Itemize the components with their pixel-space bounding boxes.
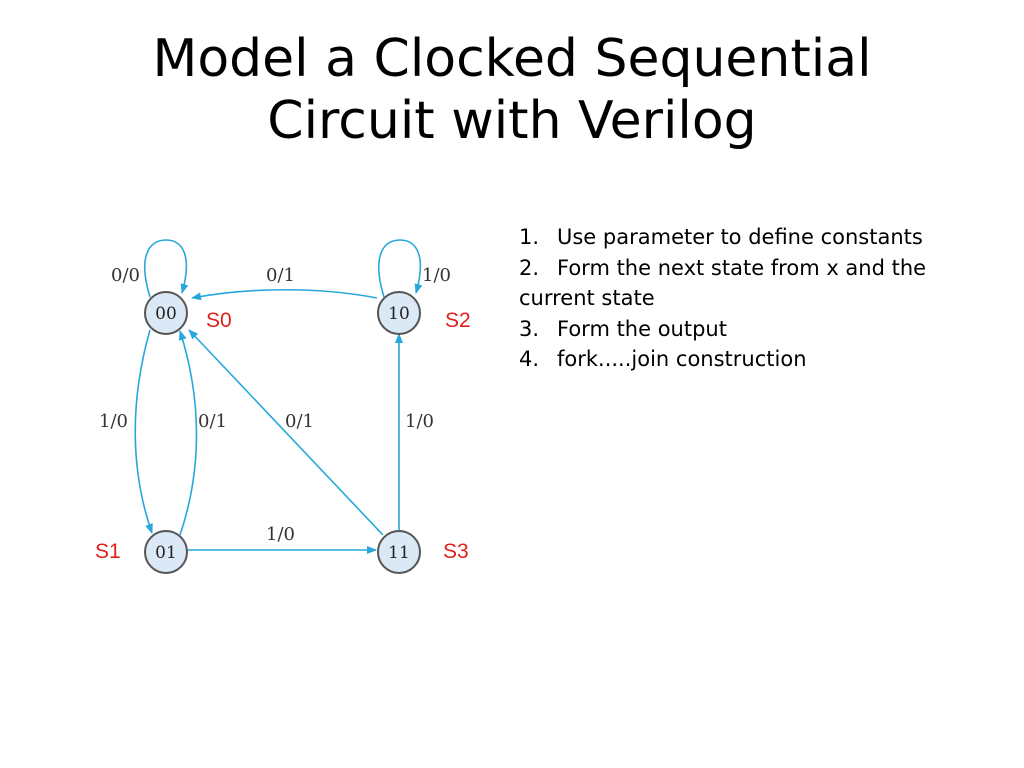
state-code: 01 [155,543,177,563]
step-number: 3. [519,316,540,341]
edge-s0-self-loop [144,239,189,298]
state-s0: 00 [144,291,188,335]
edge-label-s1-to-s3: 1/0 [266,524,295,545]
step-text: Form the output [557,316,727,341]
state-code: 10 [388,304,410,324]
edge-label-s3-to-s2: 1/0 [405,411,434,432]
edge-label-s3-to-s0: 0/1 [285,411,314,432]
step-continuation: current state [519,286,655,310]
edge-s2-self-loop [378,239,423,298]
state-s1: 01 [144,530,188,574]
edge-label-s2-self: 1/0 [422,265,451,286]
step-item: 4. fork.....join construction [519,344,999,375]
edge-label-s1-to-s0: 0/1 [198,411,227,432]
state-code: 11 [388,543,410,563]
step-number: 2. [519,255,540,280]
step-item: 2. Form the next state from x and the [519,253,999,284]
step-text: fork.....join construction [557,347,807,371]
slide-title: Model a Clocked Sequential Circuit with … [0,28,1024,152]
state-code: 00 [155,304,177,324]
step-text: Form the next state from x and the [557,255,927,280]
title-line-1: Model a Clocked Sequential [152,29,872,89]
step-number: 4. [519,347,540,371]
step-item: 1. Use parameter to define constants [519,222,999,253]
title-line-2: Circuit with Verilog [267,91,757,151]
edge-s0-to-s1 [134,329,153,534]
state-name-s3: S3 [443,540,469,563]
state-name-s0: S0 [206,309,232,332]
edge-s1-to-s0 [178,330,198,536]
state-s2: 10 [377,291,421,335]
edge-label-s0-self: 0/0 [111,265,140,286]
step-item: 3. Form the output [519,314,999,345]
state-name-s1: S1 [95,540,121,563]
state-s3: 11 [377,530,421,574]
edge-label-s0-to-s1: 1/0 [99,411,128,432]
step-text: Use parameter to define constants [557,225,923,249]
state-name-s2: S2 [445,309,471,332]
step-number: 1. [519,225,540,249]
steps-list: 1. Use parameter to define constants 2. Fo… [519,222,999,375]
edge-s3-to-s0 [188,329,384,536]
edge-s2-to-s0 [191,288,378,301]
edge-label-s2-to-s0: 0/1 [266,265,295,286]
